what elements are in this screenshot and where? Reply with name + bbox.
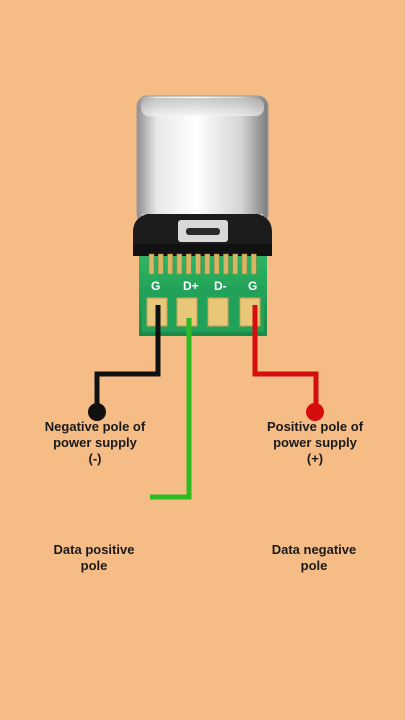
contact-pin <box>241 253 248 275</box>
pin-labels: G D+ D- G <box>151 279 257 293</box>
data-positive-label: Data positive pole <box>30 542 158 574</box>
negative-pole-line-2: power supply <box>53 435 137 450</box>
metal-shell <box>136 95 269 228</box>
data-negative-line-1: Data negative <box>271 542 357 557</box>
wires <box>94 305 319 500</box>
positive-pole-line-1: Positive pole of <box>266 419 364 434</box>
plastic-housing <box>133 214 272 256</box>
contact-pin <box>204 253 211 275</box>
data-positive-line-1: Data positive <box>53 542 135 557</box>
contact-pin <box>232 253 238 275</box>
pin-label-g-right: G <box>248 279 257 293</box>
data-positive-wire <box>150 318 192 500</box>
negative-terminal-dot <box>88 403 106 421</box>
contact-pins <box>148 253 257 275</box>
pin-label-d-plus: D+ <box>183 279 199 293</box>
contact-pin <box>195 253 201 275</box>
pin-label-d-minus: D- <box>214 279 227 293</box>
contact-pin <box>167 253 173 275</box>
data-positive-line-2: pole <box>80 558 108 573</box>
data-negative-label: Data negative pole <box>250 542 378 574</box>
negative-pole-label: Negative pole of power supply (-) <box>28 419 162 467</box>
contact-pin <box>213 253 220 275</box>
positive-wire <box>252 305 319 408</box>
positive-pole-line-2: power supply <box>273 435 357 450</box>
negative-wire <box>94 305 161 408</box>
positive-terminal-dot <box>306 403 324 421</box>
contact-pin <box>185 253 192 275</box>
pin-label-g-left: G <box>151 279 160 293</box>
contact-pin <box>251 253 257 275</box>
positive-pole-line-3: (+) <box>306 451 324 466</box>
negative-pole-line-1: Negative pole of <box>44 419 146 434</box>
negative-pole-line-3: (-) <box>88 451 102 466</box>
contact-pin <box>176 253 183 275</box>
contact-pin <box>223 253 229 275</box>
contact-pin <box>158 253 164 275</box>
contact-pin <box>148 253 155 275</box>
positive-pole-label: Positive pole of power supply (+) <box>250 419 380 467</box>
data-negative-line-2: pole <box>300 558 328 573</box>
